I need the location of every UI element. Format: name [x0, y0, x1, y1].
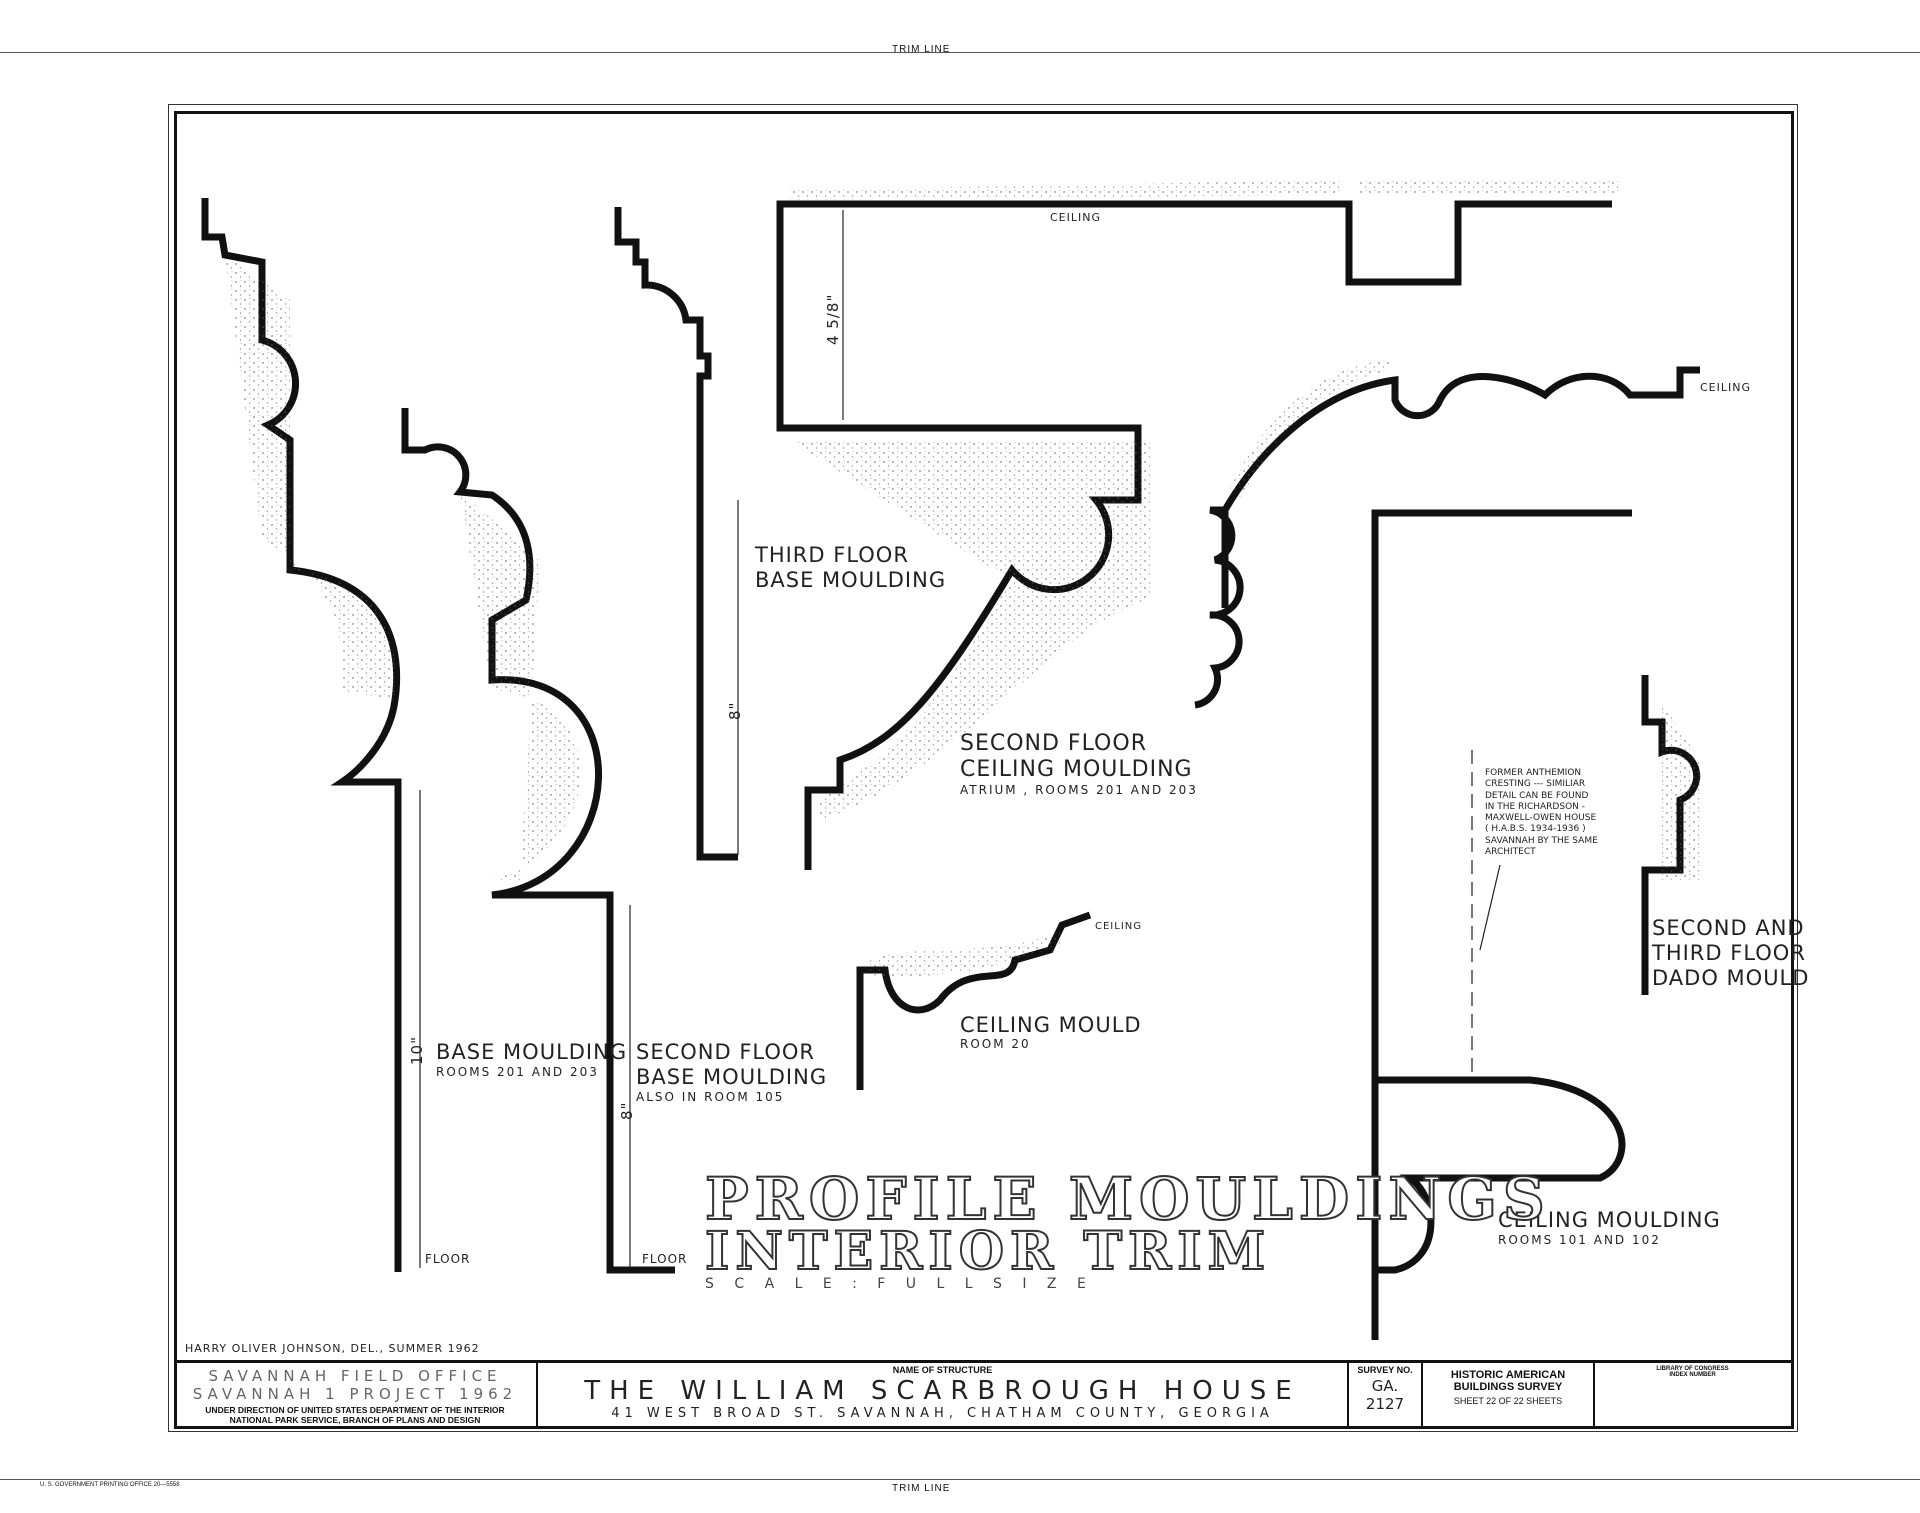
- third-floor-base-profile: [614, 207, 738, 861]
- label-second-floor-base: SECOND FLOOR BASE MOULDING ALSO IN ROOM …: [636, 1040, 828, 1104]
- ceiling-moulding-bottom-curve: [1375, 1076, 1626, 1274]
- inner-border: [174, 111, 1794, 1429]
- ceiling-mould-profile: [856, 911, 1092, 1090]
- title-block: SAVANNAH FIELD OFFICE SAVANNAH 1 PROJECT…: [174, 1360, 1794, 1426]
- tb-structure: NAME OF STRUCTURE THE WILLIAM SCARBROUGH…: [538, 1363, 1349, 1426]
- label-floor-a: FLOOR: [425, 1252, 471, 1266]
- label-ceiling-mould-small: CEILING: [1095, 921, 1142, 932]
- stipple-second-base: [460, 492, 581, 880]
- dim-4-5-8: 4 5/8": [824, 293, 842, 345]
- label-floor-b: FLOOR: [642, 1252, 688, 1266]
- dim-8-a: 8": [726, 701, 744, 720]
- label-third-floor-base: THIRD FLOOR BASE MOULDING: [755, 543, 947, 592]
- title-scale: S C A L E : F U L L S I Z E: [705, 1276, 1094, 1292]
- ceiling-moulding-bottom-profile: [1371, 509, 1632, 1340]
- printing-office-note: U. S. GOVERNMENT PRINTING OFFICE 20—5558: [40, 1482, 180, 1488]
- tb-habs: HISTORIC AMERICAN BUILDINGS SURVEY SHEET…: [1423, 1363, 1595, 1426]
- tb-field-office: SAVANNAH FIELD OFFICE SAVANNAH 1 PROJECT…: [174, 1363, 538, 1426]
- ceiling-cornice-return: [1194, 506, 1244, 709]
- label-second-floor-ceiling: SECOND FLOOR CEILING MOULDING ATRIUM , R…: [960, 731, 1198, 797]
- stipple-dado: [1660, 700, 1700, 880]
- stipple-second-ceiling: [790, 440, 1150, 820]
- base-moulding-profile: [201, 198, 402, 1272]
- dim-10: 10": [408, 1036, 426, 1065]
- trim-line-top: [0, 52, 1920, 53]
- trim-line-bottom-label: TRIM LINE: [892, 1483, 951, 1494]
- title-line-2: INTERIOR TRIM: [704, 1221, 1272, 1282]
- dim-8-b: 8": [618, 1101, 636, 1120]
- former-cresting-leader: [1479, 864, 1501, 951]
- stipple-cornice: [1230, 360, 1390, 500]
- note-former-cresting: FORMER ANTHEMION CRESTING --- SIMILIAR D…: [1485, 768, 1598, 857]
- title-line-1: PROFILE MOULDINGS: [704, 1165, 1551, 1233]
- label-base-moulding: BASE MOULDING ROOMS 201 AND 203: [436, 1040, 628, 1079]
- stipple-ceiling-box: [790, 180, 1620, 200]
- stipple-ceiling-mould: [870, 930, 1060, 977]
- ceiling-cornice-profile: [1221, 366, 1700, 608]
- trim-line-bottom: [0, 1479, 1920, 1480]
- stipple-base: [225, 255, 397, 700]
- outer-border: [168, 104, 1798, 1432]
- tb-loc: LIBRARY OF CONGRESS INDEX NUMBER: [1656, 1366, 1729, 1378]
- trim-line-top-label: TRIM LINE: [892, 44, 951, 55]
- label-ceiling-moulding-bottom: CEILING MOULDING ROOMS 101 AND 102: [1498, 1208, 1721, 1247]
- ceiling-box-profile: [776, 200, 1612, 286]
- label-ceiling-mould: CEILING MOULD ROOM 20: [960, 1013, 1142, 1051]
- tb-survey: SURVEY NO. GA. 2127: [1349, 1363, 1423, 1426]
- label-ceiling-top: CEILING: [1050, 211, 1101, 224]
- label-ceiling-right: CEILING: [1700, 381, 1751, 394]
- label-dado: SECOND AND THIRD FLOOR DADO MOULD: [1652, 916, 1810, 990]
- drawing-credit: HARRY OLIVER JOHNSON, DEL., SUMMER 1962: [185, 1342, 480, 1355]
